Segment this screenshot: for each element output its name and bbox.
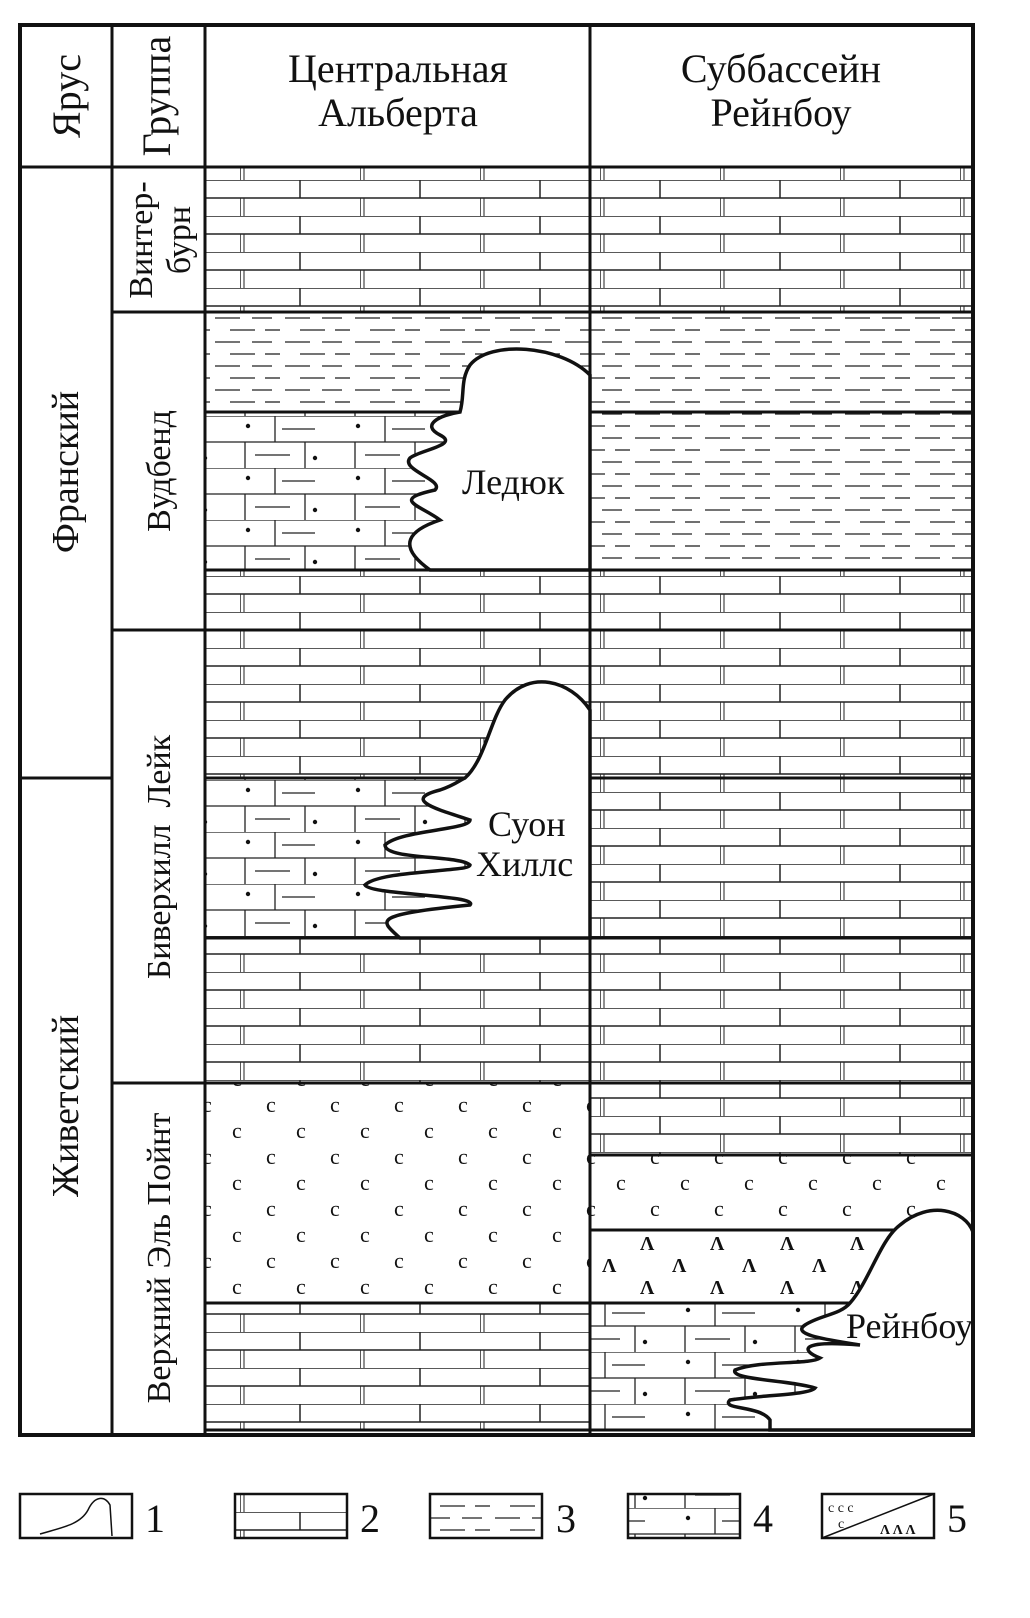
leduc-reef (406, 347, 592, 572)
svg-text:c: c (838, 1517, 844, 1532)
header-rainbow-2: Рейнбоу (710, 90, 851, 135)
group-beaverhill-lake: Биверхилл Лейк (141, 734, 178, 979)
legend-limestone (233, 1492, 349, 1540)
legend-label-3: 3 (556, 1496, 576, 1541)
legend-label-2: 2 (360, 1496, 380, 1541)
table-frame (18, 23, 975, 1437)
legend: c c c c Λ Λ Λ (18, 1492, 936, 1540)
legend-reef (18, 1492, 134, 1540)
group-upper-elk-point: Верхний Эль Пойнт (141, 1113, 178, 1404)
group-winterburn-1: Винтер- (123, 181, 160, 298)
swan-hills-label-2: Хиллс (476, 844, 573, 884)
header-group: Группа (134, 35, 179, 156)
swan-hills-reef (362, 680, 592, 940)
leduc-label: Ледюк (462, 462, 565, 502)
stage-frasnian: Франский (45, 391, 87, 553)
swan-hills-label-1: Суон (488, 804, 565, 844)
legend-shale (428, 1492, 544, 1540)
group-woodbend: Вудбенд (141, 410, 178, 532)
group-winterburn-2: бурн (161, 206, 198, 274)
legend-label-5: 5 (947, 1496, 967, 1541)
legend-label-4: 4 (753, 1496, 773, 1541)
rainbow-label: Рейнбоу (846, 1306, 973, 1346)
svg-text:Λ Λ Λ: Λ Λ Λ (880, 1523, 916, 1538)
svg-text:c c c: c c c (828, 1501, 854, 1516)
header-stage: Ярус (44, 54, 89, 138)
legend-anhydrite-salt: c c c c Λ Λ Λ (820, 1492, 936, 1540)
rainbow-reef (726, 1208, 975, 1432)
header-central-alberta-2: Альберта (318, 90, 478, 135)
legend-label-1: 1 (145, 1496, 165, 1541)
header-central-alberta-1: Центральная (288, 46, 508, 91)
legend-mixed (626, 1492, 742, 1540)
stage-givetian: Живетский (45, 1015, 87, 1197)
header-rainbow-1: Суббассейн (681, 46, 881, 91)
